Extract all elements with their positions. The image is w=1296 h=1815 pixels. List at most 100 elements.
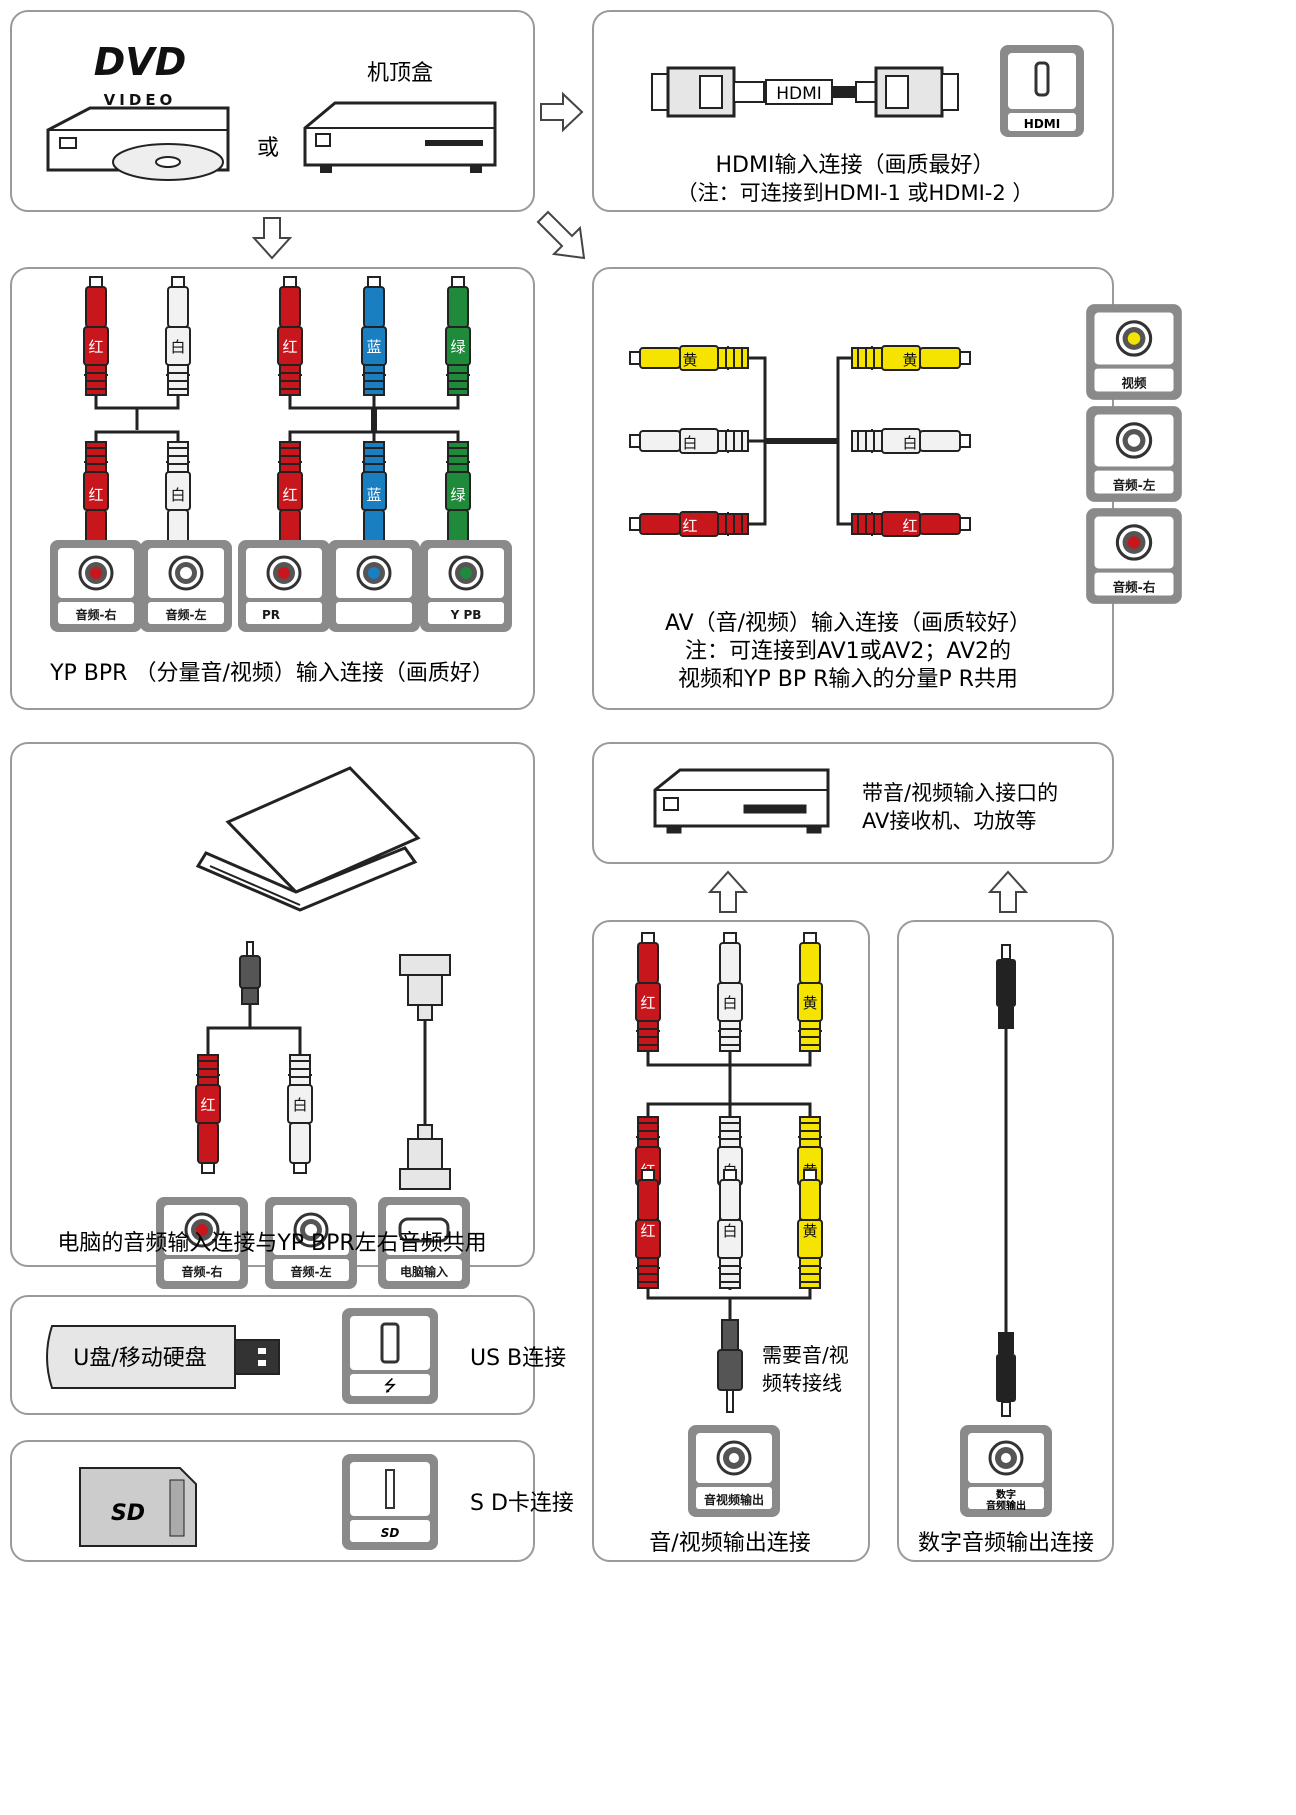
or-label: 或 [257,136,279,161]
av-caption-line3: 视频和YP BP R输入的分量P R共用 [678,667,1018,692]
svg-text:视频: 视频 [1122,375,1147,390]
svg-text:音视频输出: 音视频输出 [704,1492,764,1507]
pc-audio-plugs: 红 白 [195,1054,313,1174]
port-vga: 电脑输入 [378,1197,470,1289]
set-top-box-icon [303,101,497,173]
plug-label-yellow: 黄 [802,1222,817,1240]
receiver-panel [592,742,1114,864]
port-audio-right: 音频-右 [50,540,142,632]
laptop-icon [195,766,421,912]
svg-text:音频-右: 音频-右 [1113,579,1156,594]
svg-text:PR: PR [262,608,280,622]
plug-label-red: 红 [88,486,103,504]
plug-label-red: 红 [640,1222,655,1240]
arrow-down-icon [251,217,293,260]
sd-port: SD [342,1454,438,1550]
svg-text:音频输出: 音频输出 [986,1499,1026,1512]
plug-label-red: 红 [682,517,697,535]
digital-out-caption: 数字音频输出连接 [918,1531,1094,1556]
av-caption-line1: AV（音/视频）输入连接（画质较好） [665,611,1031,636]
plug-label-red: 红 [88,338,103,356]
port-audio-left: 音频-左 [140,540,232,632]
port-audio-left: 音频-左 [265,1197,357,1289]
hdmi-title: HDMI输入连接（画质最好） [716,153,995,178]
minijack-plug [239,941,261,1005]
sd-caption: S D卡连接 [470,1491,574,1516]
plug-label-red: 红 [282,338,297,356]
usb-stick-label: U盘/移动硬盘 [73,1346,207,1371]
plug-label-white: 白 [170,486,185,504]
adapter-note-line1: 需要音/视 [762,1343,849,1367]
svg-text:SD: SD [381,1526,400,1540]
svg-text:音频-左: 音频-左 [291,1264,332,1279]
pc-caption: 电脑的音频输入连接与YP BPR左右音频共用 [57,1231,486,1256]
port-pb [328,540,420,632]
svg-text:HDMI: HDMI [1024,117,1060,131]
av-out-wiring-lower [646,1288,812,1320]
minijack-plug [717,1319,743,1413]
sd-card-icon: SD [79,1467,197,1547]
arrow-up-icon [707,870,749,913]
adapter-note-line2: 频转接线 [762,1371,842,1395]
av-wiring [742,356,858,526]
pc-wiring [206,1000,427,1125]
av-out-caption: 音/视频输出连接 [649,1531,810,1556]
dvd-logo: DVD VIDEO [94,40,187,109]
plug-label-red: 红 [640,994,655,1012]
ypbpr-top-plugs: 红 白 红 蓝 绿 [83,276,471,396]
port-audio-right: 音频-右 [1086,508,1182,604]
hdmi-cable: HDMI [651,66,959,118]
svg-text:音频-右: 音频-右 [182,1264,223,1279]
svg-text:音频-左: 音频-左 [166,607,207,622]
plug-label-white: 白 [722,994,737,1012]
usb-port: ⭍ [342,1308,438,1404]
usb-stick-icon: U盘/移动硬盘 [46,1325,280,1389]
plug-label-red: 红 [902,517,917,535]
av-right-plugs: 黄 白 红 [851,345,971,537]
sd-card-label: SD [111,1501,145,1526]
plug-label-red: 红 [200,1096,215,1114]
plug-label-white: 白 [292,1096,307,1114]
ypbpr-bottom-plugs: 红 白 红 蓝 绿 [83,441,471,561]
arrow-diagonal-icon [536,210,586,260]
plug-label-white: 白 [170,338,185,356]
arrow-right-icon [540,91,584,133]
receiver-caption-line2: AV接收机、功放等 [862,809,1036,833]
dvd-player-icon [46,106,230,181]
port-y: Y PB [420,540,512,632]
plug-label-green: 绿 [450,338,465,356]
av-caption-line2: 注：可连接到AV1或AV2；AV2的 [685,639,1011,664]
av-out-top-plugs: 红 白 黄 [635,932,823,1052]
av-left-plugs: 黄 白 红 [629,345,749,537]
usb-caption: US B连接 [470,1346,566,1371]
av-receiver-icon [653,768,830,834]
plug-label-white: 白 [722,1222,737,1240]
vga-plug-top [399,954,451,1021]
plug-label-yellow: 黄 [682,351,697,369]
port-video: 视频 [1086,304,1182,400]
av-out-low-plugs: 红 白 黄 [635,1169,823,1289]
vga-plug-bottom [399,1124,451,1190]
svg-text:VIDEO: VIDEO [104,91,177,109]
hdmi-port: HDMI [1000,45,1084,137]
set-top-box-label: 机顶盒 [367,61,433,86]
port-pr: PR [238,540,330,632]
av-input-panel [592,267,1114,710]
usb-symbol-icon: ⭍ [383,1376,396,1395]
av-ports: 视频 音频-左 音频-右 [1086,304,1182,604]
ypbpr-caption: YP BPR （分量音/视频）输入连接（画质好） [49,661,494,686]
av-out-port: 音视频输出 [688,1425,780,1517]
pc-ports: 音频-右 音频-左 电脑输入 [156,1197,470,1289]
svg-text:HDMI: HDMI [776,84,822,104]
plug-label-white: 白 [902,434,917,452]
svg-text:DVD: DVD [94,40,187,84]
receiver-caption-line1: 带音/视频输入接口的 [862,781,1058,805]
plug-label-white: 白 [682,434,697,452]
port-audio-right: 音频-右 [156,1197,248,1289]
ypbpr-ports: 音频-右 音频-左 PR Y PB [50,540,512,632]
svg-text:音频-左: 音频-左 [1113,477,1156,492]
plug-label-yellow: 黄 [902,351,917,369]
digital-audio-port: 数字 音频输出 [960,1425,1052,1517]
svg-text:数字: 数字 [996,1488,1016,1501]
